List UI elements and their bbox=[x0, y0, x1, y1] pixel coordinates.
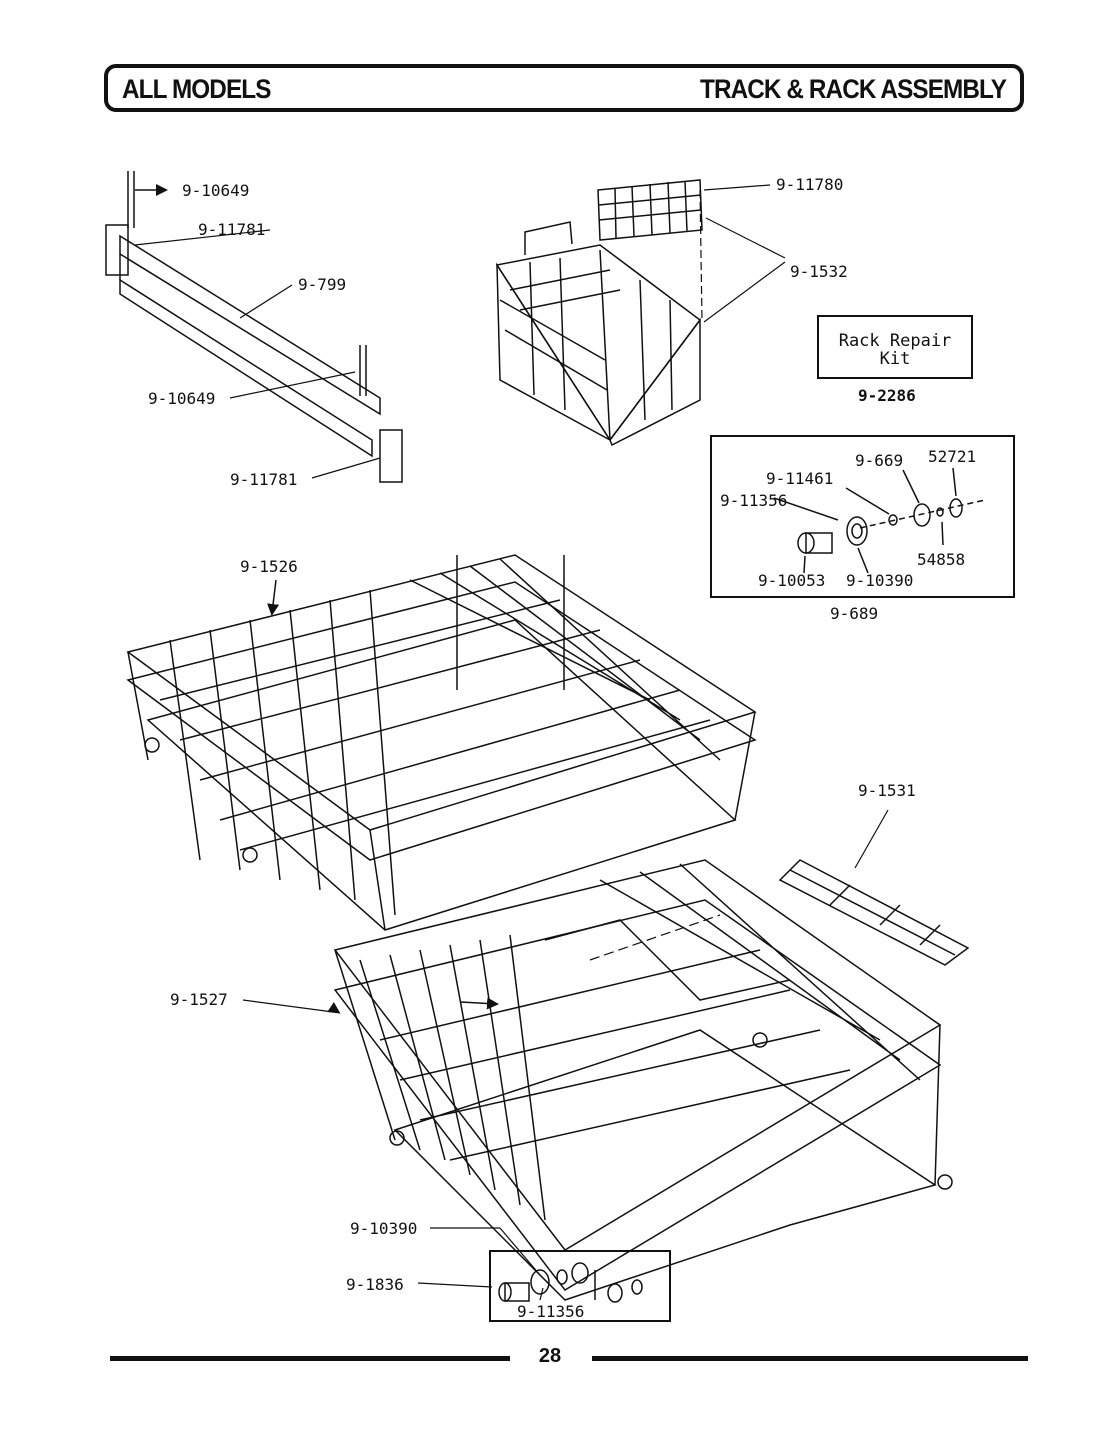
upper-rack bbox=[126, 554, 757, 931]
page-header: ALL MODELS TRACK & RACK ASSEMBLY bbox=[104, 64, 1024, 112]
label-9-10390-a: 9-10390 bbox=[846, 571, 914, 590]
label-9-1836: 9-1836 bbox=[346, 1275, 404, 1294]
leader-lines bbox=[134, 184, 889, 1301]
header-right-title: TRACK & RACK ASSEMBLY bbox=[699, 74, 1007, 104]
roller-kit-inset-upper bbox=[710, 435, 1015, 598]
label-9-1532: 9-1532 bbox=[790, 262, 848, 281]
label-9-11780: 9-11780 bbox=[776, 175, 844, 194]
roller-hardware-lower bbox=[498, 1262, 643, 1303]
label-54858: 54858 bbox=[917, 550, 966, 569]
rack-repair-kit-box: Rack Repair Kit bbox=[817, 315, 973, 379]
label-9-689: 9-689 bbox=[830, 604, 879, 623]
rack-shelf bbox=[778, 859, 970, 966]
label-9-1527: 9-1527 bbox=[170, 990, 228, 1009]
roller-hardware-upper bbox=[773, 467, 986, 574]
label-9-11356-b: 9-11356 bbox=[517, 1302, 585, 1321]
kit-title-line2: Kit bbox=[879, 349, 911, 369]
label-9-10390-b: 9-10390 bbox=[350, 1219, 418, 1238]
label-9-799: 9-799 bbox=[298, 275, 347, 294]
header-left-title: ALL MODELS bbox=[122, 74, 271, 104]
label-9-11781-bottom: 9-11781 bbox=[230, 470, 298, 489]
roller-kit-inset-lower bbox=[489, 1250, 671, 1322]
track-rail bbox=[105, 171, 403, 483]
label-9-10649-top: 9-10649 bbox=[182, 181, 250, 200]
label-9-1531: 9-1531 bbox=[858, 781, 916, 800]
label-9-11461: 9-11461 bbox=[766, 469, 834, 488]
label-9-669: 9-669 bbox=[855, 451, 904, 470]
page-number: 28 bbox=[538, 1345, 562, 1367]
footer-rule-right bbox=[592, 1356, 1028, 1361]
lower-rack bbox=[327, 859, 953, 1301]
label-9-1526: 9-1526 bbox=[240, 557, 298, 576]
kit-part-number: 9-2286 bbox=[858, 386, 916, 405]
label-9-11781-top: 9-11781 bbox=[198, 220, 266, 239]
kit-title-line1: Rack Repair bbox=[838, 331, 952, 351]
label-9-10649-mid: 9-10649 bbox=[148, 389, 216, 408]
silverware-basket bbox=[495, 179, 703, 447]
label-9-10053: 9-10053 bbox=[758, 571, 826, 590]
label-9-11356-a: 9-11356 bbox=[720, 491, 788, 510]
label-52721: 52721 bbox=[928, 447, 977, 466]
footer-rule-left bbox=[110, 1356, 510, 1361]
